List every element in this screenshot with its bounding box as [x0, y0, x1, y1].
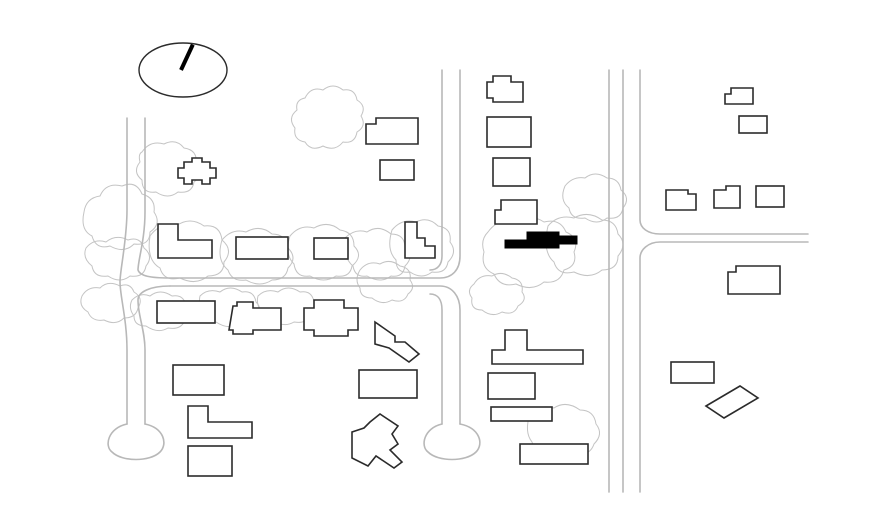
- tree-canopy: [291, 85, 364, 149]
- building: [228, 301, 282, 335]
- tree-canopy: [482, 216, 577, 288]
- building: [670, 361, 715, 384]
- building: [404, 221, 436, 259]
- road-network: [107, 69, 809, 493]
- building: [379, 159, 415, 181]
- building: [727, 265, 781, 295]
- building: [519, 443, 589, 465]
- building: [156, 300, 216, 324]
- tree-canopy: [287, 224, 359, 281]
- tree-canopy: [148, 220, 229, 282]
- road-edge: [119, 117, 128, 425]
- main-street-edge: [639, 241, 809, 493]
- building-footprints: [156, 75, 785, 477]
- building: [704, 385, 760, 419]
- building: [235, 236, 289, 260]
- tree-canopy: [84, 236, 150, 281]
- building: [665, 189, 697, 211]
- tree-canopy: [82, 183, 158, 250]
- cul-de-sac: [107, 423, 165, 461]
- building: [177, 157, 217, 185]
- tree-canopy: [389, 219, 454, 277]
- road-edge: [137, 285, 171, 425]
- building: [491, 329, 584, 365]
- building: [374, 320, 421, 363]
- building: [351, 413, 404, 469]
- north-arrow-icon: [138, 42, 228, 98]
- building: [358, 369, 418, 399]
- cul-de-sac: [423, 423, 481, 461]
- building: [492, 157, 531, 187]
- building: [157, 223, 213, 259]
- tree-canopy: [545, 214, 624, 276]
- building: [724, 87, 754, 105]
- tree-canopy: [219, 228, 294, 285]
- building: [172, 364, 225, 396]
- building: [303, 299, 359, 337]
- building: [494, 199, 538, 225]
- tree-canopy: [468, 272, 525, 316]
- building: [486, 75, 524, 103]
- road-edge: [429, 293, 443, 425]
- building: [486, 116, 532, 148]
- building: [365, 117, 419, 145]
- highlighted-building: [504, 231, 578, 249]
- building: [187, 445, 233, 477]
- building: [487, 372, 536, 400]
- building: [490, 406, 553, 422]
- building: [755, 185, 785, 208]
- building: [313, 237, 349, 260]
- main-street-edge: [639, 69, 809, 235]
- road-edge: [429, 69, 443, 271]
- road-edge: [169, 285, 461, 425]
- building: [738, 115, 768, 134]
- building: [187, 405, 253, 439]
- tree-canopy: [356, 260, 414, 304]
- road-edge: [137, 69, 461, 279]
- tree-canopy: [344, 228, 411, 281]
- tree-canopy: [136, 141, 200, 197]
- tree-canopies: [80, 85, 627, 459]
- building: [713, 185, 741, 209]
- tree-canopy: [562, 173, 627, 223]
